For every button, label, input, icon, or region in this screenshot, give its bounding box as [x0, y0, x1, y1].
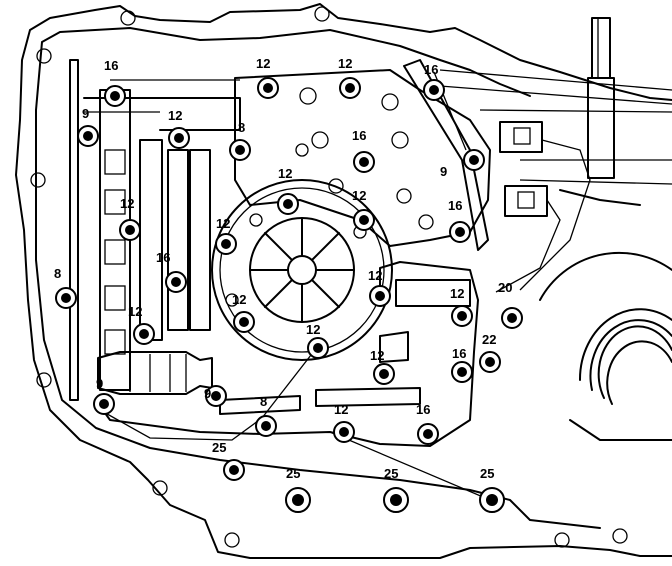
callout-label: 12	[338, 56, 352, 71]
bolt-heads	[55, 77, 523, 513]
leader-lines	[99, 71, 500, 501]
bolt-head	[339, 77, 361, 99]
callout-label: 12	[306, 322, 320, 337]
callout-label: 12	[334, 402, 348, 417]
bolt-head	[353, 151, 375, 173]
callout-labels: 16 12 12 16 9 12 8 16 9 12 12 12 16 16 1…	[54, 56, 512, 481]
callout-label: 20	[498, 280, 512, 295]
bolt-head	[255, 415, 277, 437]
bolt-head	[229, 139, 251, 161]
bolt-head	[333, 421, 355, 443]
case-mounting-holes	[30, 6, 628, 548]
bolt-head	[133, 323, 155, 345]
callout-label: 22	[482, 332, 496, 347]
callout-label: 12	[368, 268, 382, 283]
lower-valve-bores	[219, 279, 471, 415]
callout-label: 8	[54, 266, 61, 281]
servo-drum	[539, 251, 672, 441]
callout-label: 12	[128, 304, 142, 319]
bolt-head	[479, 487, 505, 513]
bolt-head	[463, 149, 485, 171]
bolt-head	[55, 287, 77, 309]
callout-label: 12	[278, 166, 292, 181]
bolt-head	[205, 385, 227, 407]
callout-label: 25	[212, 440, 226, 455]
callout-label: 25	[480, 466, 494, 481]
callout-label: 16	[416, 402, 430, 417]
bolt-head	[223, 459, 245, 481]
bolt-head	[417, 423, 439, 445]
callout-label: 8	[238, 120, 245, 135]
bolt-head	[168, 127, 190, 149]
bolt-head	[215, 233, 237, 255]
bolt-head	[165, 271, 187, 293]
callout-label: 16	[452, 346, 466, 361]
callout-label: 8	[260, 394, 267, 409]
bolt-head	[353, 209, 375, 231]
callout-label: 12	[352, 188, 366, 203]
output-shaft	[439, 17, 672, 206]
bolt-head	[233, 311, 255, 333]
callout-label: 12	[232, 292, 246, 307]
lower-valve-plate	[99, 261, 479, 447]
solenoid-connectors	[495, 121, 591, 293]
callout-label: 12	[216, 216, 230, 231]
callout-label: 16	[448, 198, 462, 213]
upper-plate-holes	[295, 87, 434, 230]
callout-label: 12	[120, 196, 134, 211]
bolt-head	[383, 487, 409, 513]
bolt-head	[77, 125, 99, 147]
callout-label: 9	[440, 164, 447, 179]
bolt-head	[451, 361, 473, 383]
callout-label: 25	[286, 466, 300, 481]
bolt-head	[307, 337, 329, 359]
bolt-head	[257, 77, 279, 99]
callout-label: 16	[156, 250, 170, 265]
callout-label: 9	[204, 386, 211, 401]
callout-label: 12	[168, 108, 182, 123]
callout-label: 9	[96, 376, 103, 391]
bolt-head	[93, 393, 115, 415]
bolt-head	[119, 219, 141, 241]
callout-label: 25	[384, 466, 398, 481]
bolt-head	[104, 85, 126, 107]
bolt-head	[479, 351, 501, 373]
bolt-head	[501, 307, 523, 329]
callout-label: 16	[352, 128, 366, 143]
bolt-head	[369, 285, 391, 307]
callout-label: 16	[424, 62, 438, 77]
pump-cover	[211, 179, 393, 361]
bolt-head	[423, 79, 445, 101]
callout-label: 12	[450, 286, 464, 301]
bolt-head	[449, 221, 471, 243]
bolt-head	[285, 487, 311, 513]
bolt-head	[373, 363, 395, 385]
bolt-head	[277, 193, 299, 215]
callout-label: 9	[82, 106, 89, 121]
callout-label: 16	[104, 58, 118, 73]
callout-label: 12	[370, 348, 384, 363]
left-valve-stack	[69, 59, 241, 401]
callout-label: 12	[256, 56, 270, 71]
spool-valve	[97, 351, 213, 395]
bolt-head	[451, 305, 473, 327]
accumulator-channel	[403, 59, 489, 251]
